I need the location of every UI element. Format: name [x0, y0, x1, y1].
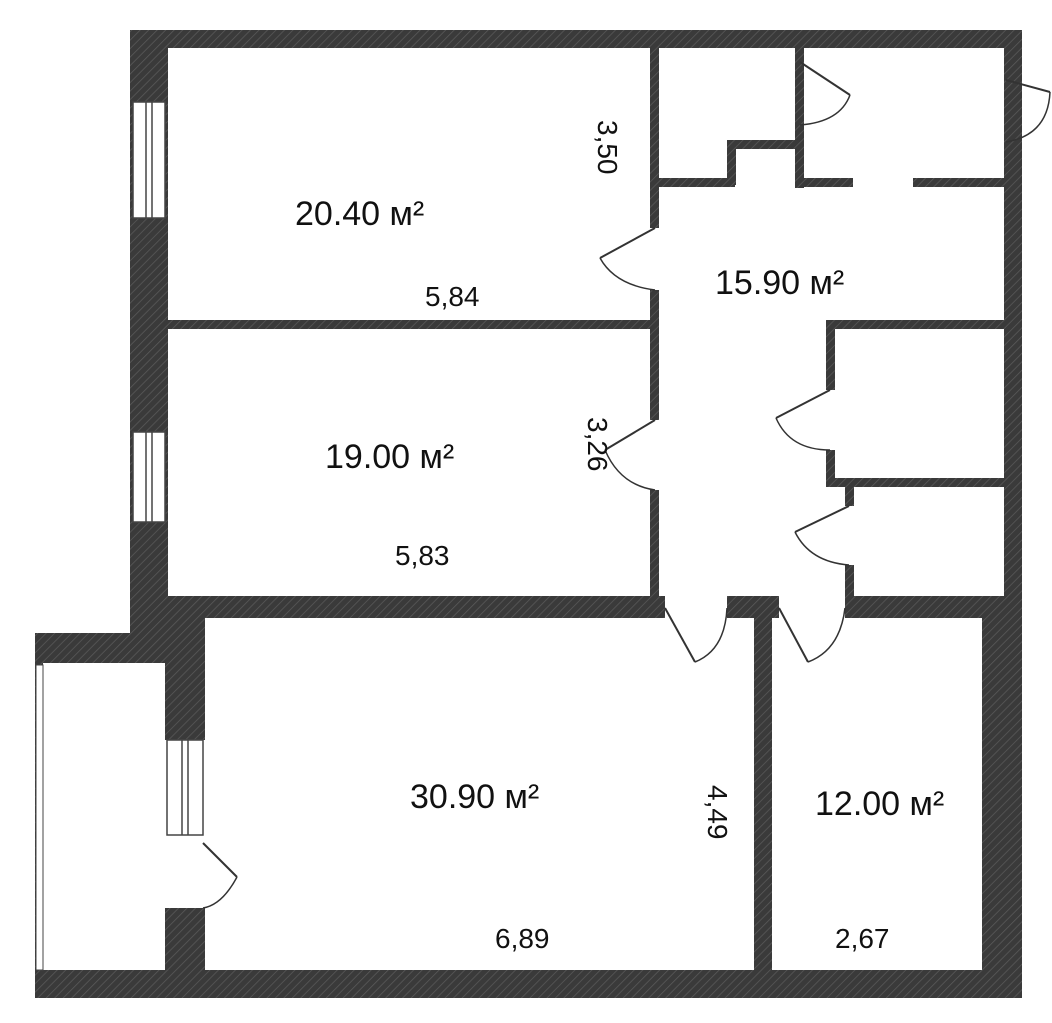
- wall-outer-right-lower: [982, 598, 1022, 998]
- wall-closet2-left-lower: [845, 565, 854, 605]
- wall-wc-divider: [795, 48, 804, 188]
- door-room2: [604, 419, 656, 491]
- wall-wc-step-h: [727, 140, 799, 149]
- living-width: 6,89: [495, 923, 550, 954]
- door-closet2: [794, 505, 850, 566]
- hall-area: 15.90 м²: [715, 264, 844, 302]
- door-wc2: [1005, 79, 1051, 143]
- living-area: 30.90 м²: [410, 778, 539, 816]
- door-wc1: [799, 61, 851, 126]
- window-room2: [132, 431, 166, 523]
- window-balcony-door: [166, 739, 204, 836]
- room2-area: 19.00 м²: [325, 438, 454, 476]
- window-balcony: [35, 664, 44, 971]
- room2-depth: 3,26: [582, 417, 613, 472]
- wall-living-top-left: [130, 596, 665, 618]
- wall-bedrooms-right-3: [650, 490, 659, 600]
- wall-closet-divider: [826, 478, 1006, 487]
- wall-living-kitchen: [754, 610, 772, 972]
- wall-bedrooms-right-1: [650, 48, 659, 228]
- room1-depth: 3,50: [592, 120, 623, 175]
- windows: [35, 101, 204, 971]
- wall-closet1-left-lower: [826, 450, 835, 482]
- wall-room1-room2: [168, 320, 658, 329]
- door-room1: [599, 227, 656, 291]
- wall-wc-bottom-3: [913, 178, 1005, 187]
- window-room1: [132, 101, 166, 219]
- kitchen-width: 2,67: [835, 923, 890, 954]
- room2-width: 5,83: [395, 540, 450, 571]
- wall-balcony-living-upper: [165, 600, 205, 740]
- door-closet1: [775, 389, 831, 451]
- room1-width: 5,84: [425, 281, 480, 312]
- wall-wc-bottom-2: [795, 178, 853, 187]
- room1-area: 20.40 м²: [295, 195, 424, 233]
- wall-closet1-left: [826, 320, 835, 390]
- kitchen-area: 12.00 м²: [815, 785, 944, 823]
- wall-wc-step-v: [727, 140, 736, 185]
- wall-wc-bottom-1: [650, 178, 735, 187]
- living-depth: 4,49: [702, 785, 733, 840]
- room-labels: 20.40 м² 5,84 3,50 19.00 м² 5,83 3,26 15…: [295, 120, 944, 954]
- wall-closet1-top: [826, 320, 1006, 329]
- walls: [35, 30, 1022, 998]
- wall-bedrooms-right-2: [650, 290, 659, 420]
- door-balcony: [202, 842, 238, 909]
- wall-balcony-living-lower: [165, 908, 205, 998]
- doors: [202, 61, 1051, 909]
- door-kitchen: [778, 607, 846, 663]
- door-living: [664, 607, 728, 663]
- wall-closet2-left: [845, 478, 854, 506]
- wall-outer-top: [130, 30, 1022, 48]
- wall-living-top-right: [845, 596, 1005, 618]
